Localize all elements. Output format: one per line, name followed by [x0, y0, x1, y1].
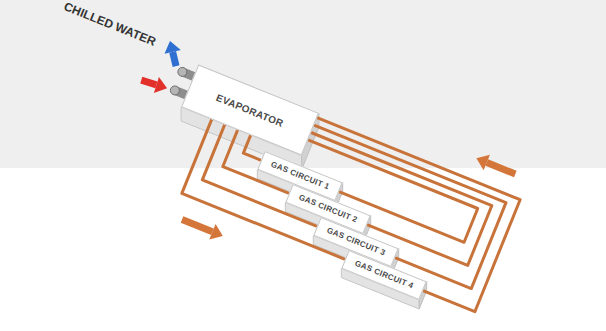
water-stub-end	[170, 86, 179, 95]
copper-pipe	[243, 135, 261, 160]
flow-arrow-head	[209, 224, 223, 240]
flow-arrow	[182, 220, 212, 232]
water-stub-end	[178, 67, 187, 76]
flow-arrow-head	[476, 155, 490, 171]
water-out-arrow-head	[164, 41, 180, 54]
box-label: EVAPORATOR	[215, 91, 286, 128]
water-in-arrow	[141, 80, 156, 85]
flow-arrow	[487, 163, 516, 175]
water-in-arrow-head	[154, 77, 167, 93]
water-out-arrow	[173, 52, 176, 66]
